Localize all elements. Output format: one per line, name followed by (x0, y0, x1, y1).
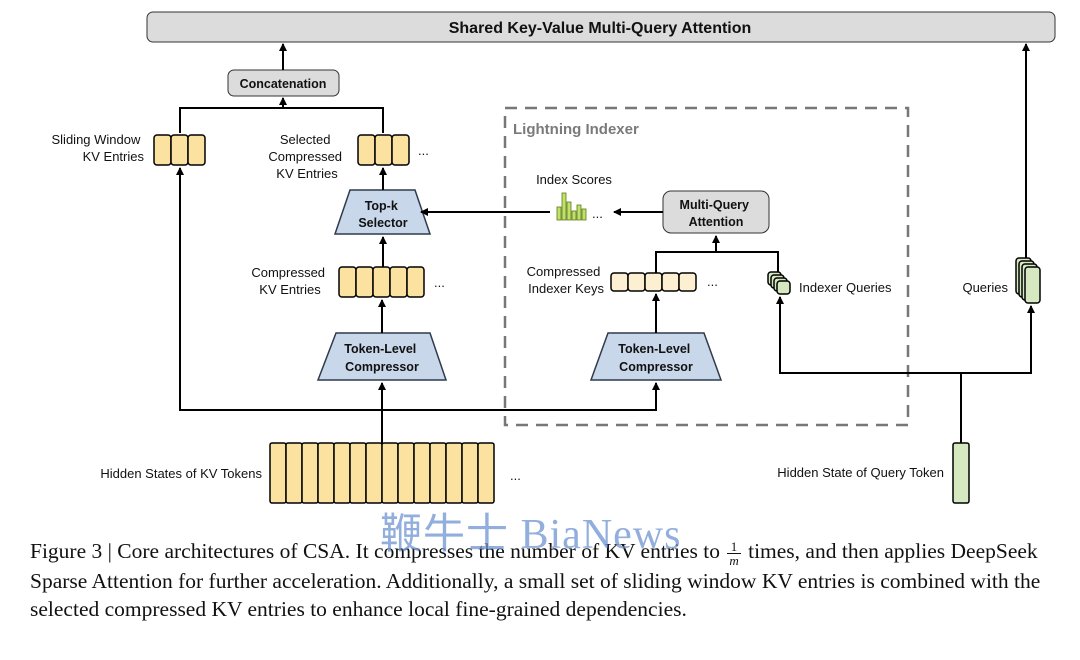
indexer-queries-stack-icon (767, 271, 791, 295)
figure-caption: Figure 3 | Core architectures of CSA. It… (30, 537, 1060, 623)
hidden-kv-to-sliding-window-arrow (176, 167, 382, 411)
index-scores-ellipsis: ... (592, 206, 603, 221)
query-to-queries-arrow (961, 305, 1035, 374)
caption-part-2: times, and then applies DeepSeek Sparse … (30, 539, 1041, 621)
index-scores-label: Index Scores (536, 172, 612, 187)
compressed-indexer-keys-label: Compressed Indexer Keys (527, 264, 605, 296)
indexer-compressor-shape (589, 332, 723, 381)
csa-architecture-diagram: Shared Key-Value Multi-Query Attention L… (52, 11, 1056, 504)
kv-compressor-shape (316, 332, 448, 381)
lightning-indexer-label: Lightning Indexer (513, 121, 639, 138)
concatenation-label: Concatenation (240, 77, 327, 91)
topk-selector-label: Top-k Selector (358, 199, 407, 230)
shared-kv-mqa-box (146, 11, 1056, 43)
bianews-watermark: 鞭牛士 BiaNews (380, 512, 682, 558)
compressed-kv-ellipsis: ... (434, 275, 445, 290)
selected-compressed-label: Selected Compressed KV Entries (268, 132, 345, 181)
index-scores-histogram-icon (556, 192, 587, 221)
query-to-indexer-queries-arrow (776, 296, 961, 374)
kv-compressor-label: Token-Level Compressor (344, 342, 420, 374)
selected-ellipsis: ... (418, 143, 429, 158)
queries-stack-icon (1015, 257, 1041, 304)
hidden-states-kv-label: Hidden States of KV Tokens (100, 466, 262, 481)
mqa-label: Multi-Query Attention (680, 198, 753, 229)
indexer-queries-label: Indexer Queries (799, 280, 892, 295)
keys-queries-to-mqa-connector (655, 251, 779, 273)
indexer-keys-ellipsis: ... (707, 274, 718, 289)
compressed-kv-label: Compressed KV Entries (251, 265, 328, 297)
hidden-state-query-label: Hidden State of Query Token (777, 465, 944, 480)
hidden-state-query-cell (952, 442, 970, 504)
hidden-kv-to-indexer-compressor-arrow (382, 382, 660, 411)
topk-selector-shape (333, 189, 432, 235)
indexer-compressor-label: Token-Level Compressor (618, 342, 694, 374)
caption-part-1: Figure 3 | Core architectures of CSA. It… (30, 539, 720, 563)
sliding-window-label: Sliding Window KV Entries (52, 132, 145, 164)
compressed-kv-cells (338, 266, 425, 298)
shared-kv-mqa-label: Shared Key-Value Multi-Query Attention (449, 20, 752, 37)
hidden-states-ellipsis: ... (510, 468, 521, 483)
sliding-window-kv-cells (153, 134, 206, 166)
hidden-states-kv-cells (269, 442, 495, 504)
selected-compressed-kv-cells (357, 134, 410, 166)
lightning-indexer-box (503, 106, 910, 427)
kv-to-concat-connector (179, 107, 384, 133)
queries-label: Queries (962, 280, 1008, 295)
compressed-indexer-keys-cells (610, 272, 697, 292)
